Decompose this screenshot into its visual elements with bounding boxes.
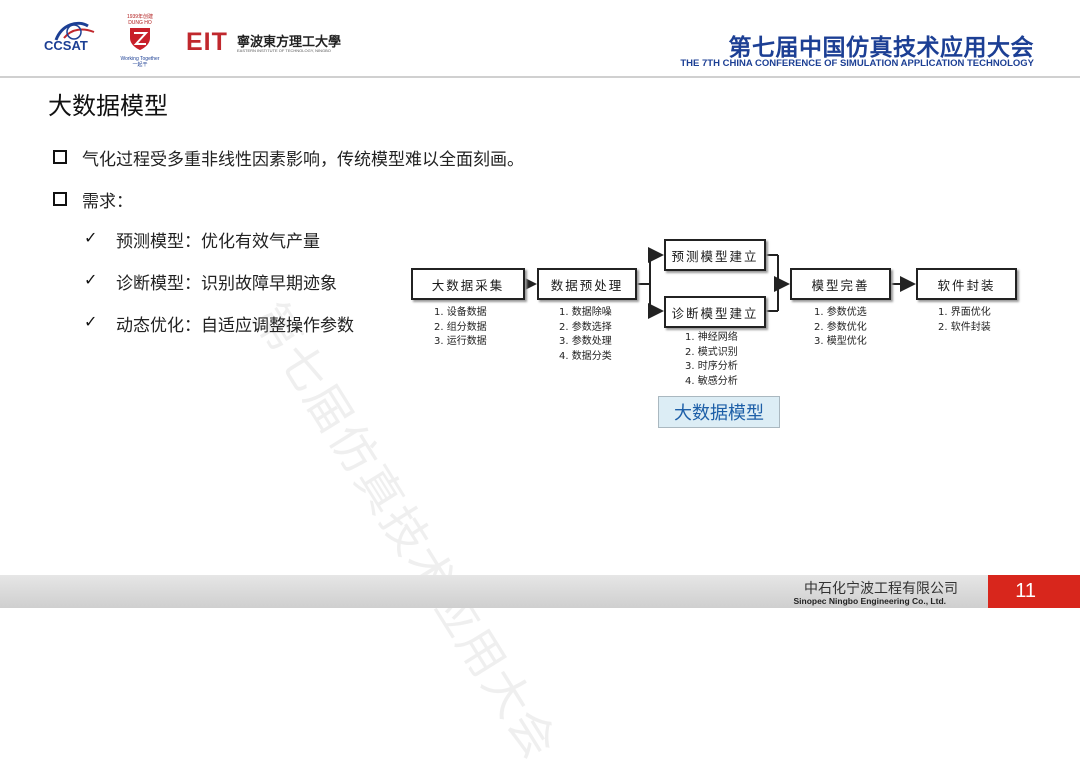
ccsat-logo-text: CCSAT [44, 38, 88, 53]
conference-title-cn: 第七届中国仿真技术应用大会 [728, 35, 1034, 61]
list-item: 3. 时序分析 [685, 361, 738, 372]
list-item: 1. 数据除噪 [559, 307, 612, 318]
conference-title-en: THE 7TH CHINA CONFERENCE OF SIMULATION A… [680, 58, 1034, 69]
ccsat-swoosh-icon [54, 21, 95, 41]
footer-bar [0, 575, 1080, 608]
preprocess-items-list: 1. 数据除噪 2. 参数选择 3. 参数处理 4. 数据分类 [559, 306, 612, 364]
sinopec-ningbo-logo: 1939年创建 DUNG HO Working Together 一起干 [118, 14, 162, 68]
page-number-box [988, 575, 1080, 608]
bullet-text: 需求： [82, 192, 133, 212]
page-number: 11 [1015, 580, 1036, 602]
eit-english-name: EASTERN INSTITUTE OF TECHNOLOGY, NINGBO [237, 48, 331, 53]
list-item: 1. 神经网络 [685, 332, 738, 343]
ccsat-logo [44, 20, 106, 62]
shield-emblem-icon [130, 28, 150, 50]
company-name-cn: 中石化宁波工程有限公司 [804, 581, 958, 597]
checkmark-icon: ✓ [84, 228, 98, 247]
list-item: 1. 设备数据 [434, 307, 487, 318]
node-data-collection: 大数据采集 [411, 268, 525, 300]
collect-items-list: 1. 设备数据 2. 组分数据 3. 运行数据 [434, 306, 487, 350]
node-model-improvement: 模型完善 [790, 268, 891, 300]
list-item: 4. 敏感分析 [685, 375, 738, 387]
sub-bullet-text: 诊断模型：识别故障早期迹象 [116, 274, 337, 294]
checkmark-icon: ✓ [84, 270, 98, 289]
eit-chinese-name: 寧波東方理工大學 [237, 35, 342, 50]
list-item: 3. 参数处理 [559, 336, 612, 347]
node-software-packaging: 软件封装 [916, 268, 1017, 300]
logo-dungho-text: DUNG HO [128, 20, 152, 26]
bullet-text: 气化过程受多重非线性因素影响，传统模型难以全面刻画。 [82, 150, 524, 170]
checkmark-icon: ✓ [84, 312, 98, 331]
logo-founded-text: 1939年创建 [126, 14, 154, 20]
list-item: 2. 组分数据 [434, 321, 487, 333]
package-items-list: 1. 界面优化 2. 软件封装 [938, 306, 991, 335]
sub-bullet-text: 预测模型：优化有效气产量 [116, 232, 320, 252]
sub-bullet-text: 动态优化：自适应调整操作参数 [116, 316, 354, 336]
logo-motto-text: Working Together [120, 56, 160, 62]
list-item: 2. 软件封装 [938, 321, 991, 333]
list-item: 4. 数据分类 [559, 350, 612, 362]
list-item: 1. 参数优选 [814, 307, 867, 318]
eit-logo: EIT 寧波東方理工大學 EASTERN INSTITUTE OF TECHNO… [186, 28, 341, 57]
improve-items-list: 1. 参数优选 2. 参数优化 3. 模型优化 [814, 306, 867, 350]
list-item: 2. 参数优化 [814, 321, 867, 333]
eit-mark: EIT [186, 28, 228, 56]
node-data-preprocessing: 数据预处理 [537, 268, 637, 300]
list-item: 3. 模型优化 [814, 336, 867, 347]
company-name-en: Sinopec Ningbo Engineering Co., Ltd. [793, 596, 946, 606]
slide-title: 大数据模型 [48, 92, 168, 120]
list-item: 1. 界面优化 [938, 307, 991, 318]
node-diagnosis-model: 诊断模型建立 [664, 296, 766, 328]
list-item: 3. 运行数据 [434, 336, 487, 347]
list-item: 2. 模式识别 [685, 346, 738, 358]
logo-motto-cn-text: 一起干 [132, 62, 148, 68]
flow-connectors [521, 247, 916, 319]
header-divider [0, 76, 1080, 78]
node-prediction-model: 预测模型建立 [664, 239, 766, 271]
diagnose-items-list: 1. 神经网络 2. 模式识别 3. 时序分析 4. 敏感分析 [685, 331, 738, 389]
bullet-square-icon [53, 192, 67, 206]
diagram-caption: 大数据模型 [658, 396, 780, 428]
list-item: 2. 参数选择 [559, 321, 612, 333]
bullet-square-icon [53, 150, 67, 164]
